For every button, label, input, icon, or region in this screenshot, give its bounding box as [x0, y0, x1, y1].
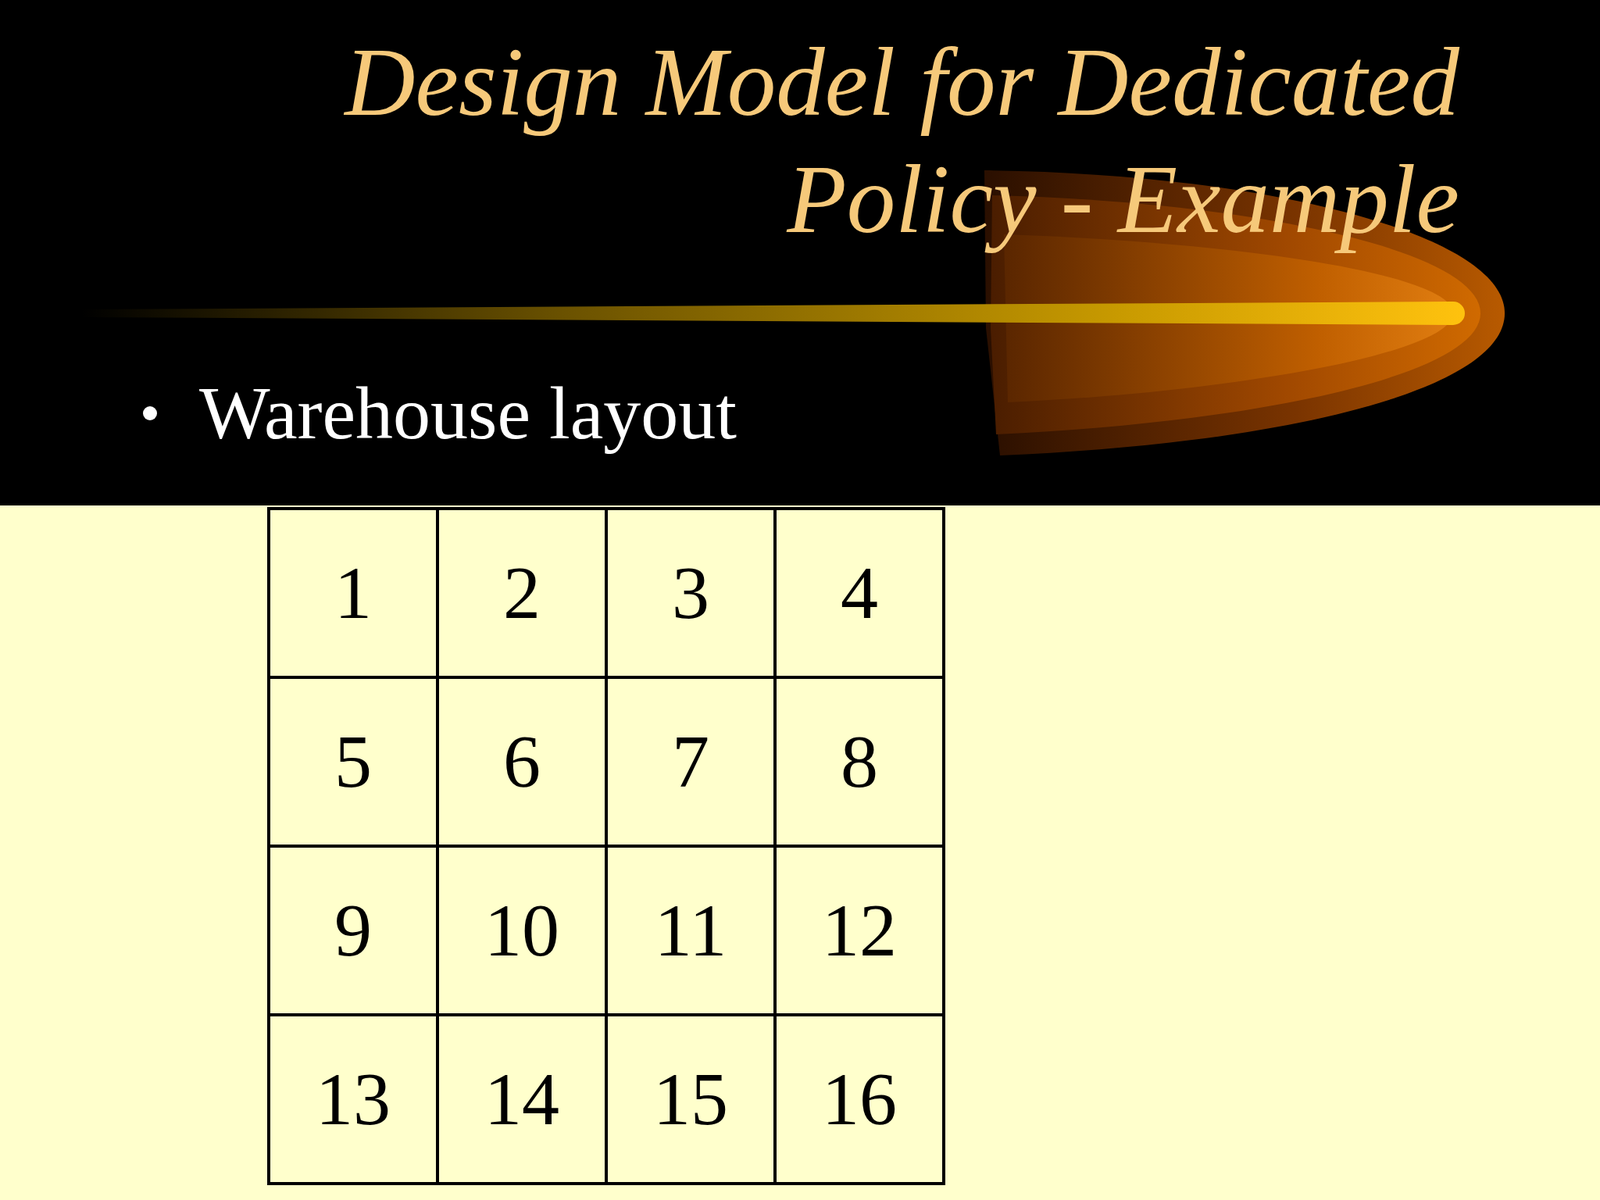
storage-cell: 9 [267, 844, 440, 1017]
storage-cell: 11 [604, 844, 777, 1017]
storage-cell: 16 [773, 1013, 946, 1186]
cell-number: 5 [334, 724, 372, 800]
cell-number: 11 [654, 892, 727, 968]
cell-number: 16 [821, 1061, 897, 1137]
storage-cell: 10 [435, 844, 608, 1017]
cell-number: 7 [671, 724, 710, 800]
slide-title: Design Model for Dedicated Policy - Exam… [209, 23, 1460, 258]
storage-cell: 6 [435, 675, 608, 848]
storage-cell: 5 [267, 675, 440, 848]
cell-number: 10 [484, 892, 560, 968]
cell-number: 14 [484, 1061, 560, 1137]
gold-streak [82, 301, 1465, 325]
cell-number: 13 [315, 1061, 391, 1137]
cell-number: 9 [334, 892, 372, 968]
cell-number: 3 [671, 555, 710, 631]
cell-number: 4 [840, 555, 879, 631]
bullet-dot [142, 406, 158, 421]
storage-cell: 2 [435, 507, 608, 679]
cell-number: 6 [503, 724, 541, 800]
storage-cell: 3 [604, 507, 777, 679]
storage-cell: 8 [773, 675, 946, 848]
bullet-text: Warehouse layout [199, 375, 737, 451]
storage-cell: 7 [604, 675, 777, 848]
cell-number: 2 [503, 555, 541, 631]
cell-number: 8 [840, 724, 879, 800]
storage-cell: 14 [435, 1013, 608, 1186]
cell-number: 15 [653, 1061, 729, 1137]
cell-number: 12 [821, 892, 897, 968]
cell-number: 1 [334, 555, 372, 631]
storage-cell: 15 [604, 1013, 777, 1186]
storage-cell: 13 [267, 1013, 440, 1186]
storage-cell: 12 [773, 844, 946, 1017]
storage-cell: 1 [267, 507, 440, 679]
storage-cell: 4 [773, 507, 946, 679]
